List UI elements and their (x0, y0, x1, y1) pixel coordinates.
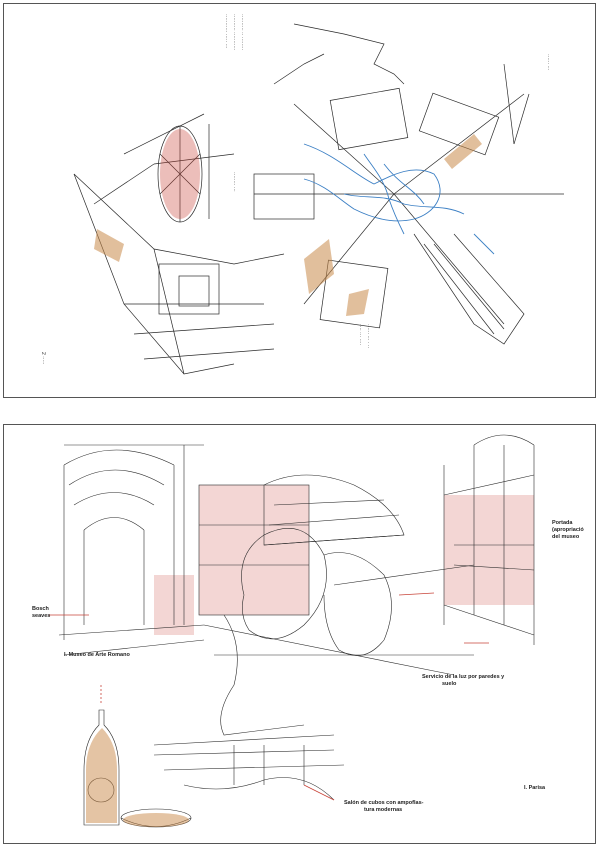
vertical-note-2: ·········· ··········· (231, 14, 237, 51)
label-right-3: del museo (552, 534, 580, 540)
lower-note-1: ······ ··· · ·· (365, 324, 371, 349)
label-left-2: seaves (32, 613, 51, 619)
sketch-drawing-top (73, 23, 564, 375)
label-luz-1: Servicio de la luz por paredes y (422, 674, 505, 680)
page-label: I. Parisa (524, 785, 546, 791)
sketch-sheet-bottom: Bosch seaves I. Museo de Arte Romano Por… (3, 424, 596, 844)
center-note: ········ ··· (231, 172, 237, 192)
sketch-drawing-bottom (49, 434, 535, 828)
label-left-1: Bosch (32, 606, 49, 612)
lower-note-2: ···· ··· ···· (357, 324, 363, 346)
sketch-sheet-top: ·········· ·· ········ ·········· ······… (3, 3, 596, 398)
vertical-note-3: ··········· ····· ··· (223, 14, 229, 49)
page-mark: 2 ····· (40, 352, 46, 365)
label-right-1: Portada (552, 520, 573, 526)
label-right-2: (apropriació (552, 527, 584, 533)
label-salon-2: tura modernas (364, 807, 403, 813)
vertical-note-1: ·········· ·· ········ (239, 14, 245, 51)
label-luz-2: suelo (442, 681, 457, 687)
corner-note: ······ ··· (545, 54, 551, 71)
label-salon-1: Salón de cubos con ampoflas- (344, 800, 424, 806)
caption-museo: I. Museo de Arte Romano (64, 652, 130, 658)
